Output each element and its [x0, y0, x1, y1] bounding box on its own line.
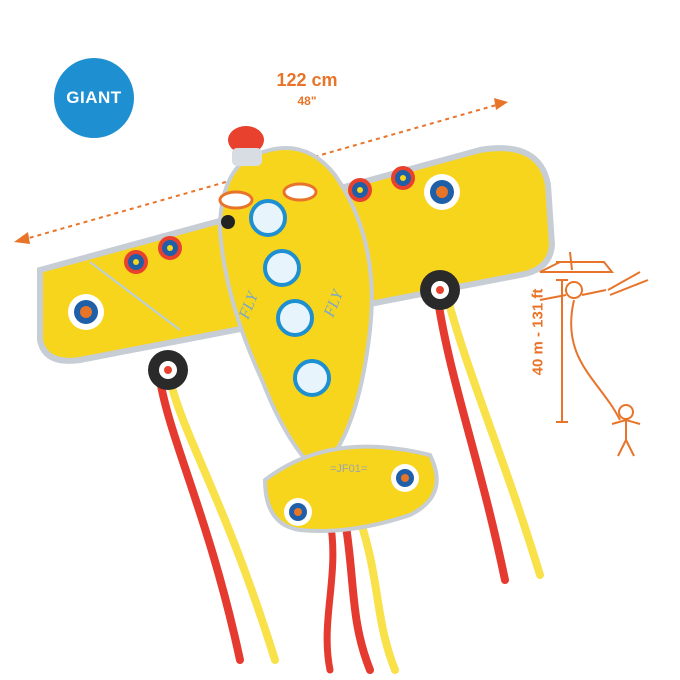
tail-ribbons	[156, 296, 544, 674]
width-metric-label: 122 cm	[276, 70, 338, 90]
person-icon	[611, 404, 641, 457]
eye-icons	[218, 182, 318, 229]
wheel-icons	[148, 270, 460, 390]
badge-label: GIANT	[66, 88, 122, 107]
tail-code-text: =JF01=	[330, 463, 367, 475]
height-range-label: 40 m - 131 ft	[529, 288, 547, 376]
width-imperial-label: 48"	[297, 94, 317, 108]
roundel-icons	[68, 166, 460, 526]
height-diagram	[539, 251, 649, 457]
window-icons	[249, 199, 331, 397]
giant-badge: GIANT	[54, 58, 134, 138]
